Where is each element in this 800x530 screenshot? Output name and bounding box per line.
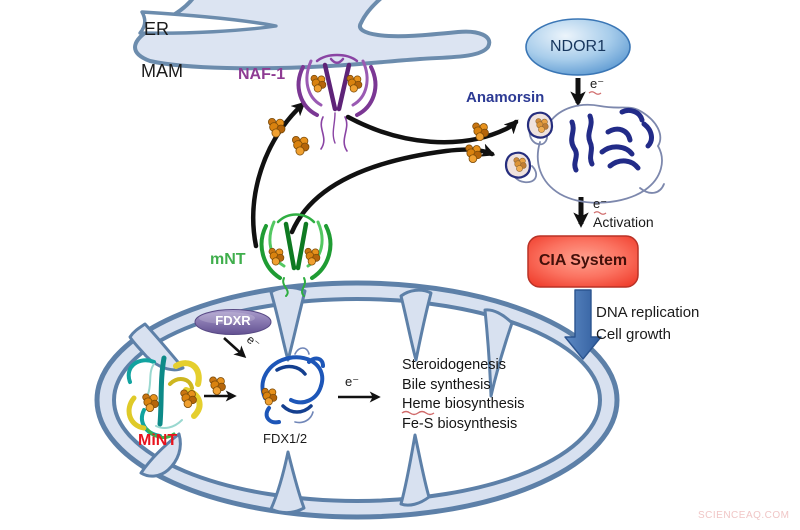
crista: [269, 450, 306, 515]
output-item: Bile synthesis: [402, 376, 491, 393]
crista: [399, 433, 431, 507]
ndor1-node: [525, 18, 631, 76]
mam-label: MAM: [141, 61, 183, 81]
electron-underline: [593, 211, 607, 215]
electron-label: e⁻: [345, 374, 360, 389]
heme-underline: [401, 410, 435, 416]
anamorsin-label: Anamorsin: [466, 89, 545, 106]
crista: [483, 308, 514, 398]
pathway-outputs-list: Steroidogenesis Bile synthesis Heme bios…: [402, 356, 525, 434]
naf1-structure: [296, 53, 378, 152]
naf1-label: NAF-1: [238, 66, 286, 83]
mnt-label: mNT: [210, 251, 246, 268]
er-shape: [133, 0, 492, 71]
electron-label: e⁻: [590, 76, 605, 91]
iron-sulfur-cluster: [346, 74, 363, 93]
watermark: SCIENCEAQ.COM: [698, 510, 790, 521]
mint-structure: [126, 355, 203, 439]
fdxr-label: FDXR: [215, 313, 251, 328]
mitochondrion: [94, 280, 620, 520]
iron-sulfur-cluster: [465, 144, 482, 163]
crista: [269, 285, 307, 362]
dna-growth-arrow: [564, 289, 602, 360]
cia-system-label: CIA System: [538, 252, 628, 269]
cell-growth-label: Cell growth: [596, 326, 672, 343]
mint-label: MiNT: [138, 432, 178, 449]
er-notch: [138, 10, 278, 35]
fdx-structure: [260, 347, 325, 425]
dna-replication-label: DNA replication: [596, 304, 700, 321]
fdxr-node: [194, 309, 272, 335]
cia-box: [527, 235, 639, 288]
arrow-naf1-to-anamorsin: [345, 114, 519, 145]
crista: [139, 432, 182, 478]
output-item: Steroidogenesis: [402, 357, 506, 373]
ndor1-label: NDOR1: [549, 38, 606, 55]
cristae: [128, 285, 514, 515]
activation-label: Activation: [593, 214, 654, 230]
mnt-structure: [259, 213, 333, 297]
electron-label: e⁻: [593, 196, 608, 211]
output-item: Heme biosynthesis: [402, 396, 525, 412]
arrow-mnt-to-naf1: [251, 101, 306, 249]
crista: [399, 288, 433, 362]
arrow-mnt-to-anamorsin: [289, 143, 496, 235]
iron-sulfur-cluster: [267, 118, 286, 138]
iron-sulfur-cluster: [310, 74, 327, 93]
iron-sulfur-cluster: [268, 247, 285, 266]
output-item: Fe-S biosynthesis: [402, 415, 518, 432]
fdx-label: FDX1/2: [263, 431, 308, 446]
iron-sulfur-cluster: [304, 247, 321, 266]
electron-underline: [588, 91, 602, 95]
crista: [128, 322, 185, 372]
anamorsin-structure: [504, 103, 665, 204]
iron-sulfur-cluster: [291, 135, 310, 156]
arrow-fdxr-to-fdx: [223, 337, 247, 359]
er-label: ER: [144, 19, 170, 39]
